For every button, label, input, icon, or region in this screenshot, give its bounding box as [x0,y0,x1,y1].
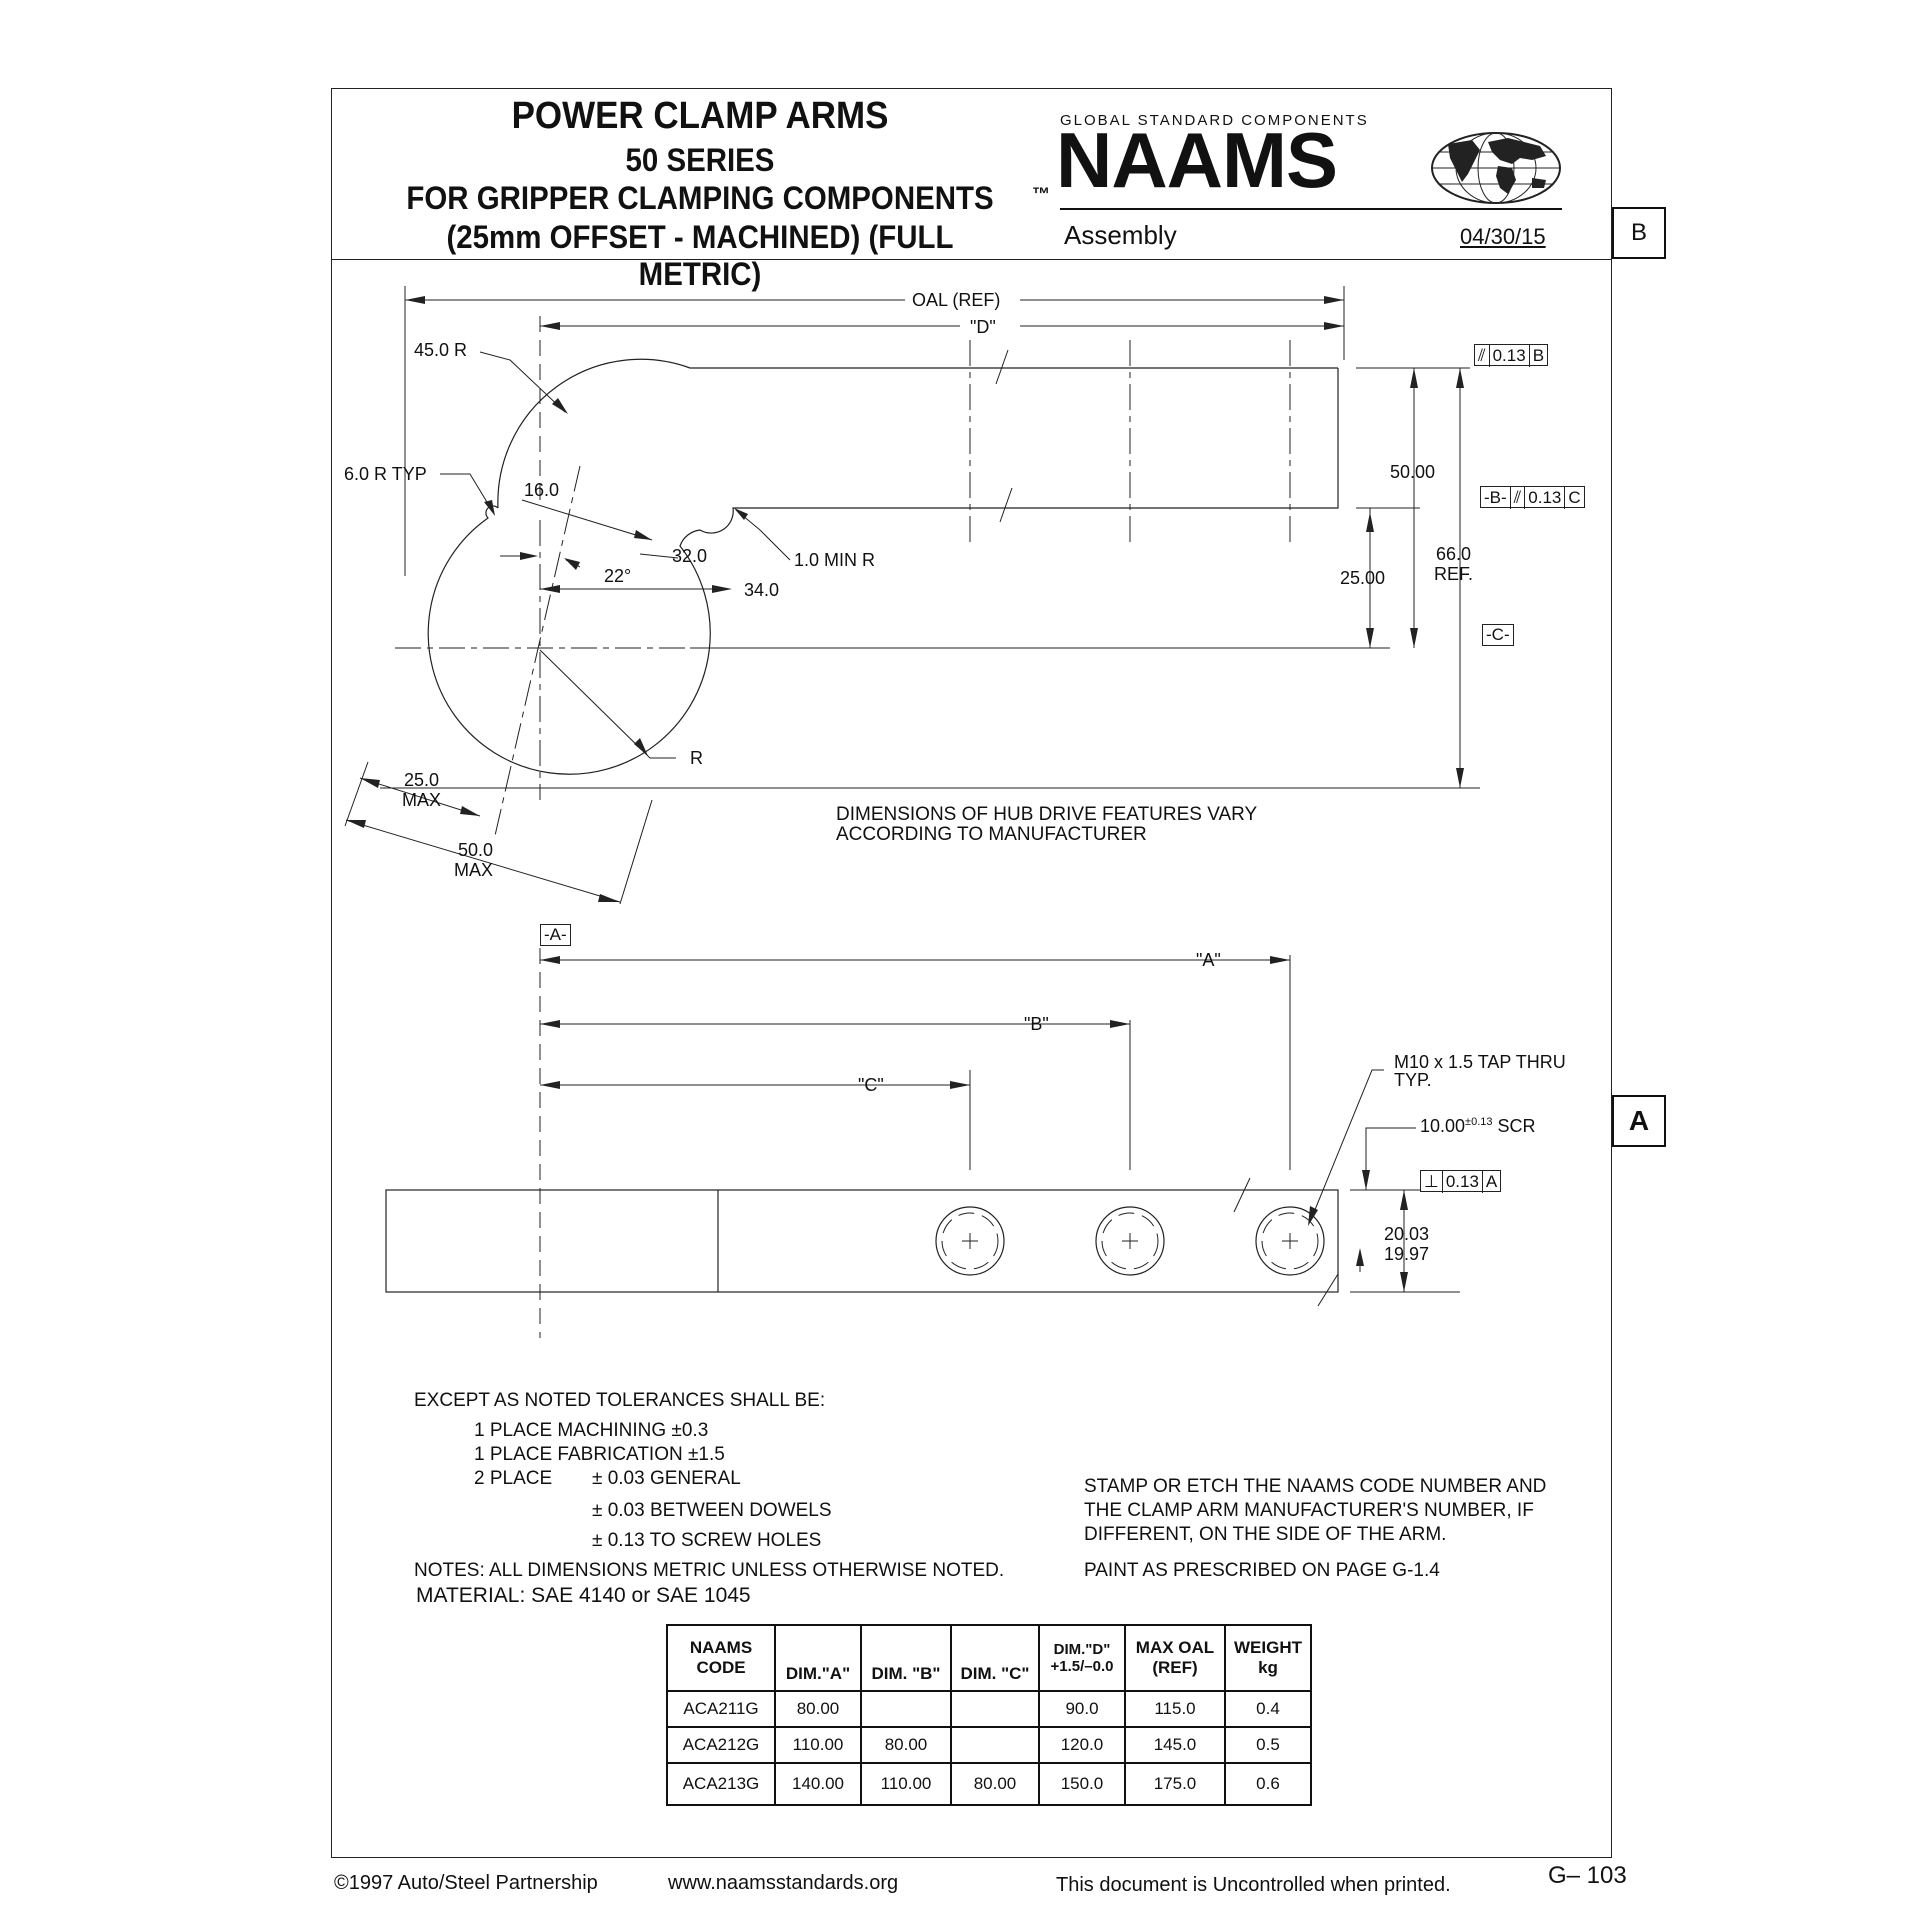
page-number: G– 103 [1548,1862,1627,1889]
datum-b-label: -B- [1481,487,1511,509]
parallelism-icon: ⫽ [1475,345,1490,367]
tolerance-2: 1 PLACE FABRICATION ±1.5 [474,1444,725,1465]
drawing-frame [331,88,1612,1858]
col-dim-d: DIM."D"+1.5/–0.0 [1038,1624,1126,1692]
tolerance-4: ± 0.03 BETWEEN DOWELS [592,1500,832,1521]
tolerance-3: ± 0.03 GENERAL [592,1468,741,1489]
col-dim-b: DIM. "B" [860,1624,952,1692]
perpendicularity-icon: ⊥ [1421,1171,1443,1193]
paint-note: PAINT AS PRESCRIBED ON PAGE G-1.4 [1084,1560,1440,1581]
title-line-1: POWER CLAMP ARMS [511,95,889,137]
dim-16: 16.0 [524,480,560,500]
dim-b: "B" [1024,1014,1049,1034]
dim-25: 25.00 [1340,568,1386,588]
revision-marker-b: B [1612,207,1666,259]
footer-disclaimer: This document is Uncontrolled when print… [1056,1874,1451,1896]
brand-underline [1060,208,1562,210]
trademark-symbol: ™ [1032,184,1050,204]
arm-hub-circle [427,368,1339,775]
dim-50-max-label: MAX [454,860,494,880]
header-divider [331,259,1612,260]
dim-oal: OAL (REF) [912,290,1001,310]
stamp-note-1: STAMP OR ETCH THE NAAMS CODE NUMBER AND [1084,1476,1547,1497]
dim-r: R [690,748,703,768]
dim-22deg: 22° [604,566,632,586]
brand-tagline: GLOBAL STANDARD COMPONENTS [1060,112,1369,129]
footer-url[interactable]: www.naamsstandards.org [668,1872,899,1894]
title-line-4: (25mm OFFSET - MACHINED) (FULL METRIC) [446,219,954,292]
stamp-note-3: DIFFERENT, ON THE SIDE OF THE ARM. [1084,1524,1447,1545]
note-hub-2: ACCORDING TO MANUFACTURER [836,824,1147,845]
tolerance-3-label: 2 PLACE [474,1468,553,1489]
drawing-type: Assembly [1064,220,1177,250]
dim-a: "A" [1196,950,1221,970]
arm-top-profile [497,358,1338,509]
naams-logo-text: NAAMS [1056,116,1338,204]
dim-ref: REF. [1434,564,1474,584]
drawing-date: 04/30/15 [1460,224,1546,249]
dim-scr: 10.00±0.13 SCR [1420,1116,1536,1136]
tolerance-1: 1 PLACE MACHINING ±0.3 [474,1420,709,1441]
title-line-2: 50 SERIES [625,142,775,178]
datum-c: -C- [1482,624,1514,646]
stamp-note-2: THE CLAMP ARM MANUFACTURER'S NUMBER, IF [1084,1500,1534,1521]
dim-32: 32.0 [672,546,708,566]
dim-50-max: 50.0 [458,840,494,860]
globe-icon [1431,132,1561,204]
material-note: MATERIAL: SAE 4140 or SAE 1045 [416,1584,751,1607]
dim-34: 34.0 [744,580,780,600]
dim-66: 66.0 [1436,544,1472,564]
note-tap-1: M10 x 1.5 TAP THRU [1394,1052,1566,1072]
col-max-oal: MAX OAL(REF) [1124,1624,1226,1692]
revision-marker-a: A [1612,1095,1666,1147]
tolerance-5: ± 0.13 TO SCREW HOLES [592,1530,822,1551]
datum-a: -A- [540,924,571,946]
dim-25-max: 25.0 [404,770,440,790]
dim-d: "D" [970,317,996,337]
dim-thickness-lo: 19.97 [1384,1244,1430,1264]
dim-50: 50.00 [1390,462,1436,482]
col-dim-c: DIM. "C" [950,1624,1040,1692]
dim-thickness-hi: 20.03 [1384,1224,1430,1244]
dim-c: "C" [858,1075,884,1095]
dim-6r-typ: 6.0 R TYP [344,464,427,484]
dim-25-max-label: MAX [402,790,442,810]
parallelism-icon: ⫽ [1511,487,1526,509]
dim-1min-r: 1.0 MIN R [794,550,876,570]
note-tap-2: TYP. [1394,1070,1432,1090]
note-hub-1: DIMENSIONS OF HUB DRIVE FEATURES VARY [836,804,1258,825]
col-dim-a: DIM."A" [774,1624,862,1692]
footer-copyright: ©1997 Auto/Steel Partnership [334,1872,598,1894]
title-line-3: FOR GRIPPER CLAMPING COMPONENTS [406,180,994,216]
dim-45r: 45.0 R [414,340,468,360]
general-notes: NOTES: ALL DIMENSIONS METRIC UNLESS OTHE… [414,1560,1005,1581]
tolerance-heading: EXCEPT AS NOTED TOLERANCES SHALL BE: [414,1390,826,1411]
